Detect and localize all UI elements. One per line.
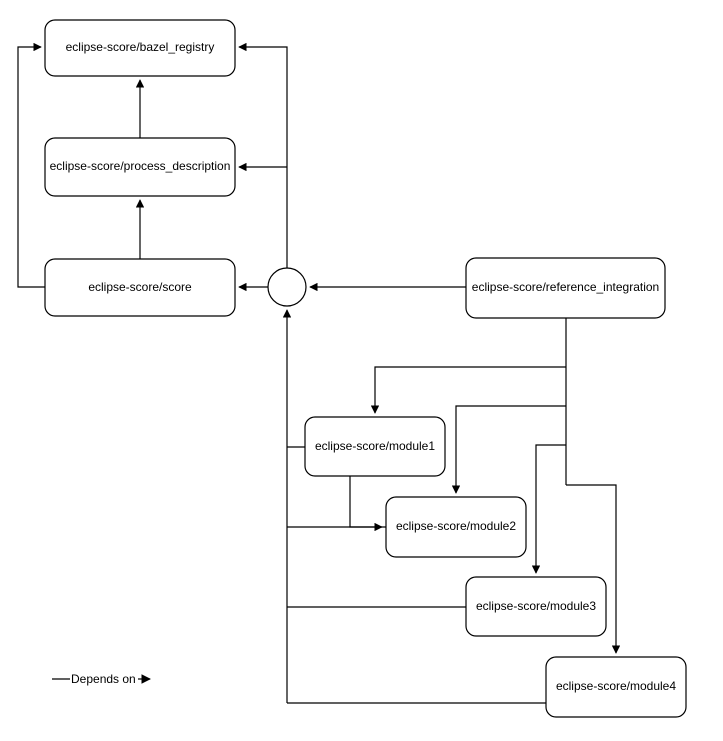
node-label-reference-integration: eclipse-score/reference_integration bbox=[472, 280, 659, 294]
node-module1[interactable]: eclipse-score/module1 bbox=[304, 416, 446, 477]
node-module2[interactable]: eclipse-score/module2 bbox=[385, 496, 527, 558]
node-box-module2[interactable] bbox=[385, 496, 527, 558]
node-bazel-registry[interactable]: eclipse-score/bazel_registry bbox=[44, 19, 236, 77]
node-label-module4: eclipse-score/module4 bbox=[556, 679, 676, 693]
legend: Depends on bbox=[52, 672, 151, 686]
edge-reference-integration-to-module3 bbox=[531, 444, 566, 574]
node-box-bazel-registry[interactable] bbox=[44, 19, 236, 77]
node-box-reference-integration[interactable] bbox=[465, 257, 666, 319]
node-module4[interactable]: eclipse-score/module4 bbox=[545, 656, 687, 718]
node-process-description[interactable]: eclipse-score/process_description bbox=[44, 137, 236, 197]
node-module3[interactable]: eclipse-score/module3 bbox=[465, 576, 607, 637]
edge-score-to-bazel-registry bbox=[17, 42, 45, 288]
node-box-process-description[interactable] bbox=[44, 137, 236, 197]
node-box-module1[interactable] bbox=[304, 416, 446, 477]
edge-module1-to-module2 bbox=[349, 476, 383, 532]
node-box-module4[interactable] bbox=[545, 656, 687, 718]
node-box-module3[interactable] bbox=[465, 576, 607, 637]
node-reference-integration[interactable]: eclipse-score/reference_integration bbox=[465, 257, 666, 319]
fan-in-junction bbox=[267, 267, 307, 307]
edge-reference-integration-to-module2 bbox=[451, 405, 566, 494]
node-label-score: eclipse-score/score bbox=[88, 280, 192, 294]
node-box-score[interactable] bbox=[44, 258, 236, 317]
legend-label: Depends on bbox=[71, 672, 136, 686]
edge-reference-integration-to-module1 bbox=[370, 366, 566, 414]
edge-junction-to-bazel-registry bbox=[238, 42, 288, 268]
node-score[interactable]: eclipse-score/score bbox=[44, 258, 236, 317]
node-label-process-description: eclipse-score/process_description bbox=[50, 159, 231, 173]
edge-reference-integration-to-module4 bbox=[566, 484, 621, 654]
node-label-module3: eclipse-score/module3 bbox=[476, 599, 596, 613]
node-label-module1: eclipse-score/module1 bbox=[315, 439, 435, 453]
node-label-module2: eclipse-score/module2 bbox=[396, 519, 516, 533]
node-label-bazel-registry: eclipse-score/bazel_registry bbox=[66, 40, 215, 54]
